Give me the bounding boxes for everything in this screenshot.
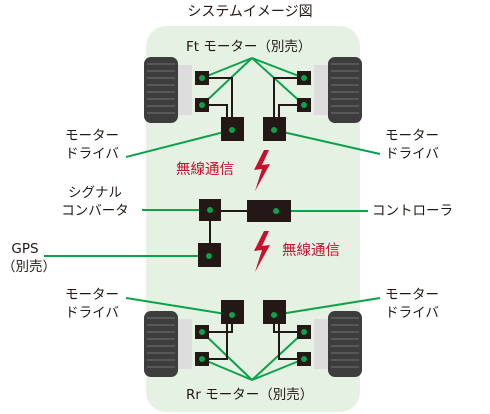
label-line: モーター xyxy=(385,287,439,303)
motor-driver-front-right-box xyxy=(263,117,286,141)
wireless-label-lower: 無線通信 xyxy=(282,243,340,259)
green-leader-lines xyxy=(44,57,381,381)
motor-driver-rear-left-box xyxy=(221,300,244,324)
label-line: モーター xyxy=(65,128,119,144)
motor-front-right-lower xyxy=(297,98,311,112)
rear-motor-text: モーター（別売） xyxy=(205,387,314,403)
motor-front-left-upper xyxy=(195,71,209,85)
wheel-front-right xyxy=(314,57,362,123)
signal-converter-label: シグナル コンバータ xyxy=(50,184,140,220)
wheel-rear-left xyxy=(144,311,192,377)
motor-front-right-upper xyxy=(297,71,311,85)
wheel-front-left xyxy=(144,57,192,123)
controller-label: コントローラ xyxy=(372,203,453,219)
motor-driver-front-left-box xyxy=(221,117,244,141)
motor-front-left-lower xyxy=(195,98,209,112)
motor-driver-rear-left-label: モーター ドライバ xyxy=(52,286,132,322)
front-motor-label: Ft モーター（別売） xyxy=(186,38,311,56)
diagram-title: システムイメージ図 xyxy=(187,4,313,20)
motor-driver-rear-right-box xyxy=(263,300,286,324)
label-line: モーター xyxy=(385,128,439,144)
label-line: （別売） xyxy=(2,259,56,275)
lightning-icon-lower xyxy=(254,231,270,272)
front-motor-text: モーター（別売） xyxy=(203,39,312,55)
signal-converter-box xyxy=(199,199,221,221)
label-line: シグナル xyxy=(68,185,122,201)
rear-motor-abbr: Rr xyxy=(186,387,201,403)
label-line: GPS xyxy=(11,241,39,257)
label-line: コンバータ xyxy=(61,203,129,219)
motor-rear-left-lower xyxy=(195,352,209,366)
lightning-icon-upper xyxy=(254,150,270,191)
motor-driver-front-left-label: モーター ドライバ xyxy=(52,127,132,163)
wiring xyxy=(202,77,304,360)
wheel-rear-right xyxy=(314,311,362,377)
motor-driver-rear-right-label: モーター ドライバ xyxy=(372,286,452,322)
motor-driver-front-right-label: モーター ドライバ xyxy=(372,127,452,163)
rear-motor-label: Rr モーター（別売） xyxy=(186,386,313,404)
label-line: ドライバ xyxy=(65,305,119,321)
wireless-label-upper: 無線通信 xyxy=(176,162,234,178)
label-line: ドライバ xyxy=(385,146,439,162)
label-line: ドライバ xyxy=(385,305,439,321)
controller-box xyxy=(247,200,291,222)
gps-box xyxy=(198,243,221,267)
motor-rear-right-upper xyxy=(297,325,311,339)
label-line: ドライバ xyxy=(65,146,119,162)
motor-rear-right-lower xyxy=(297,352,311,366)
gps-label: GPS （別売） xyxy=(2,240,56,276)
motor-rear-left-upper xyxy=(195,325,209,339)
front-motor-abbr: Ft xyxy=(186,39,200,55)
label-line: モーター xyxy=(65,287,119,303)
